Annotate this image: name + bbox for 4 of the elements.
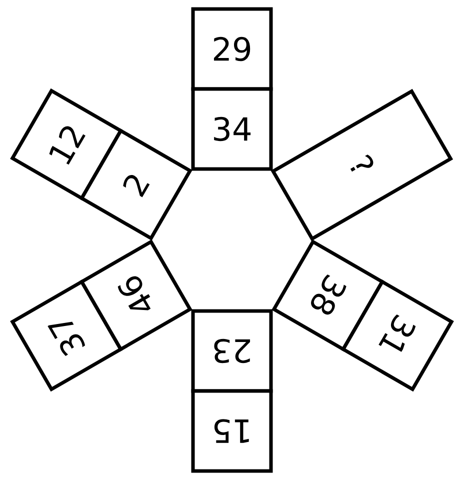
number-card: 29 [191,7,273,91]
number-card: 23 [191,309,273,393]
number-card: 15 [191,389,273,473]
number-card: 34 [191,87,273,171]
